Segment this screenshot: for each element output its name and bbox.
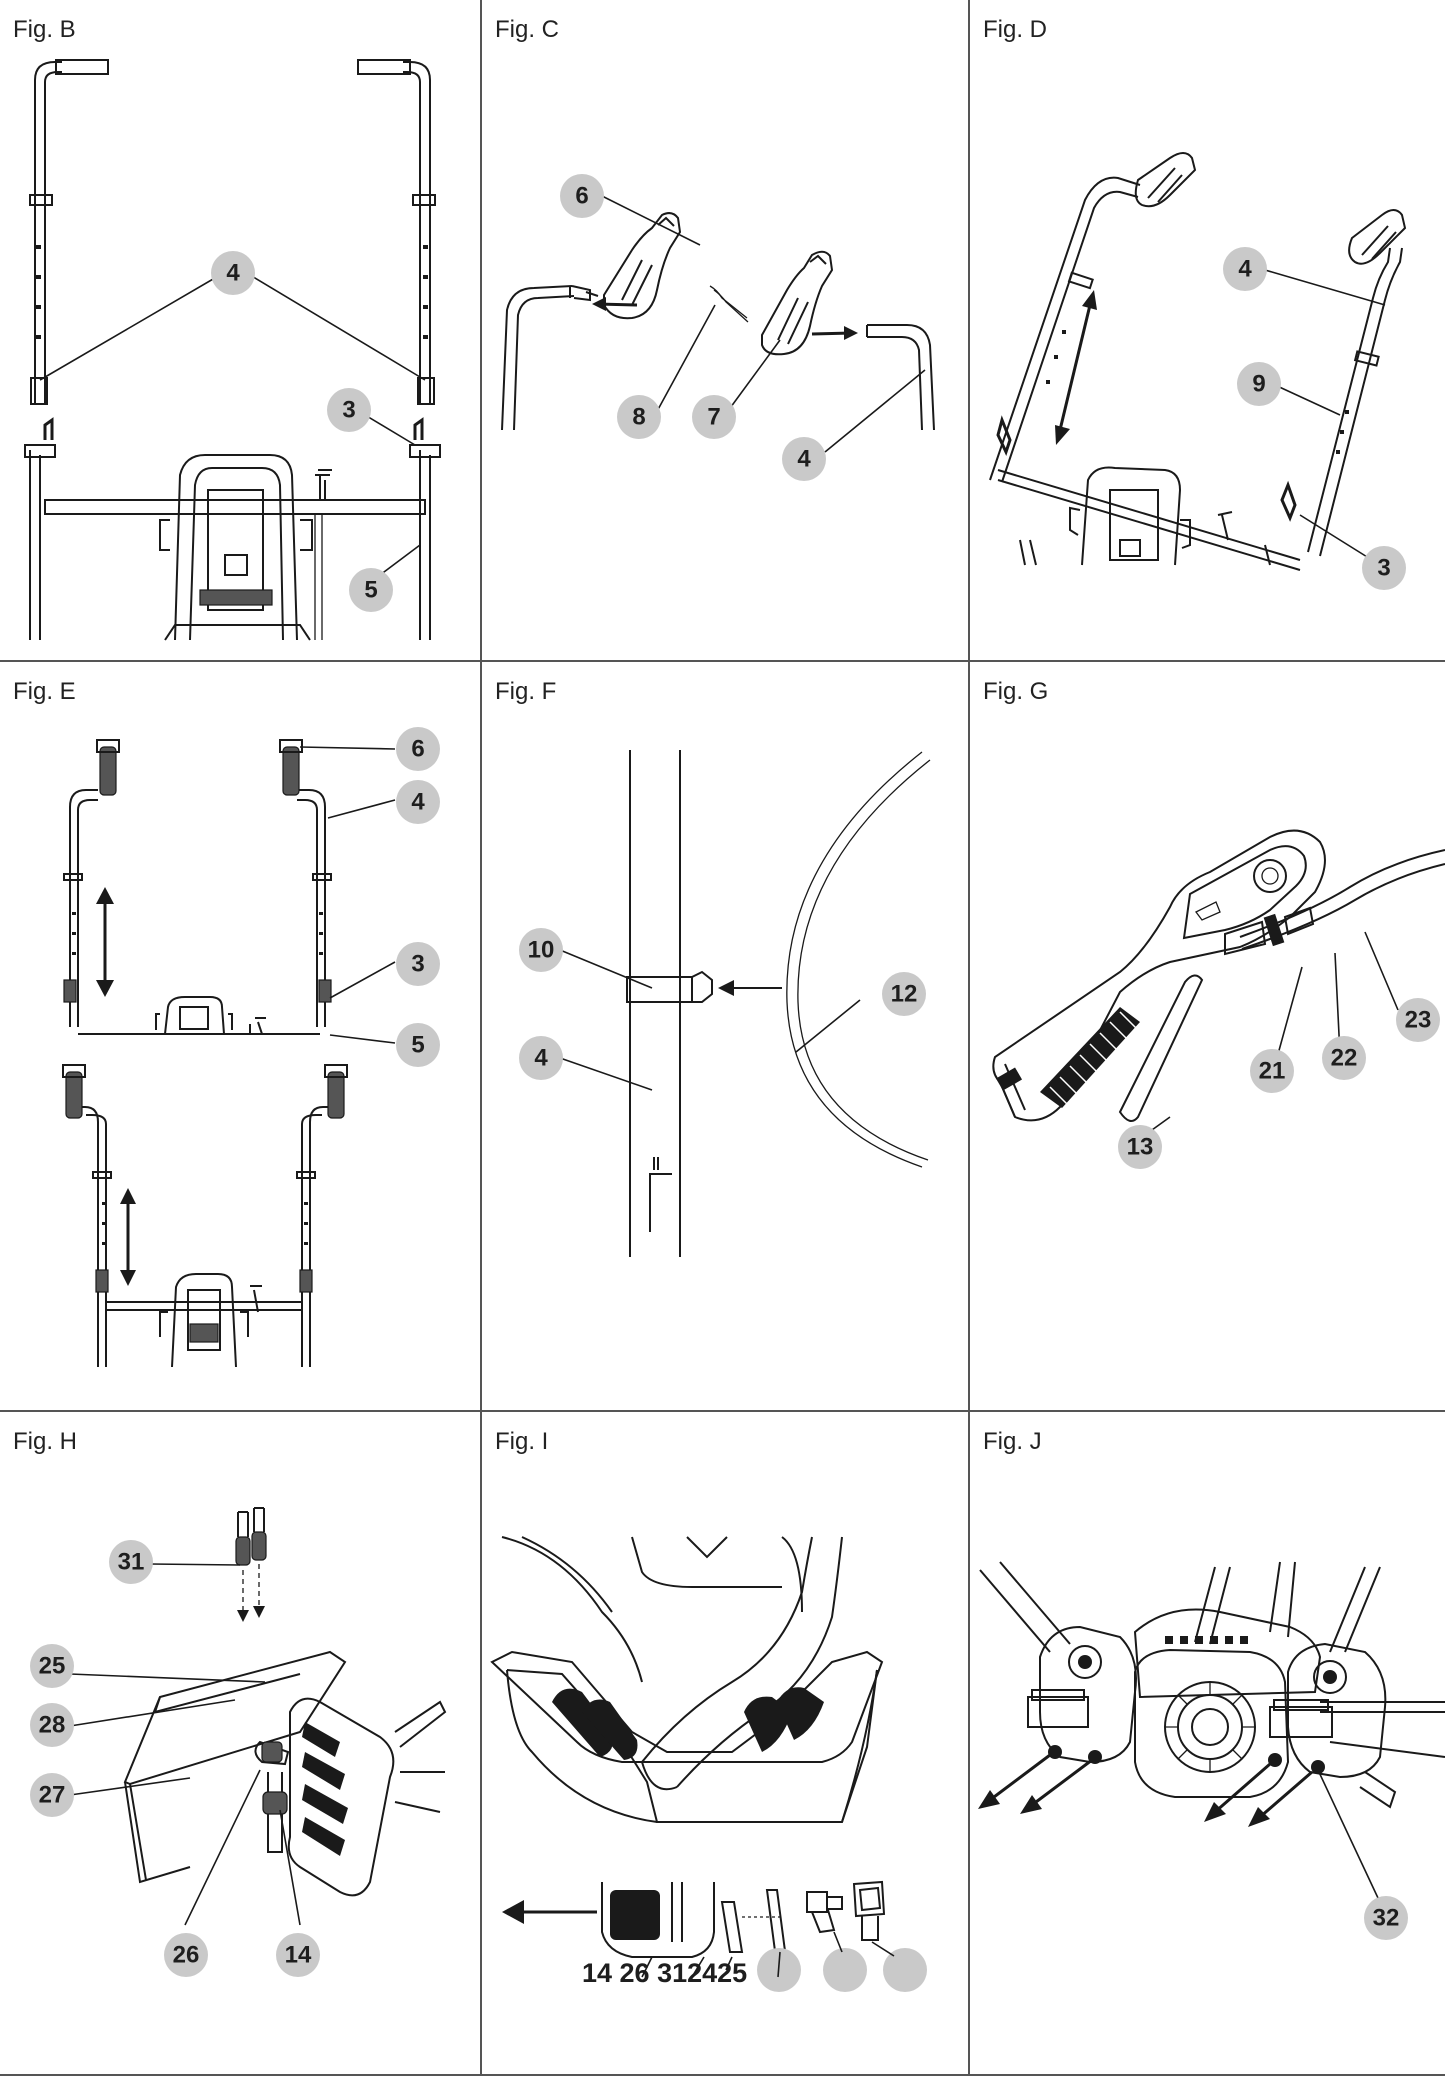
svg-text:21: 21: [1259, 1058, 1286, 1085]
figure-b-callout-3: 3: [327, 388, 371, 432]
figure-f-callout-12: 12: [882, 972, 926, 1016]
figure-b-drawing: [24, 59, 441, 641]
svg-text:4: 4: [797, 446, 811, 473]
svg-text:27: 27: [39, 1782, 66, 1809]
svg-text:9: 9: [1252, 371, 1265, 398]
svg-text:22: 22: [1331, 1045, 1358, 1072]
figure-i-drawing: 14 26 312425: [490, 1536, 927, 1992]
svg-text:28: 28: [39, 1712, 66, 1739]
figure-i-callout-blank-2: [823, 1948, 867, 1992]
figure-b-callout-4: 4: [211, 251, 255, 295]
figure-j-callout-32: 32: [1364, 1896, 1408, 1940]
figure-b-callout-5: 5: [349, 568, 393, 612]
figure-i-callout-blank-3: [883, 1948, 927, 1992]
figure-c-title: Fig. C: [495, 16, 560, 43]
svg-text:3: 3: [1377, 555, 1390, 582]
svg-text:6: 6: [575, 183, 588, 210]
divider-horizontal-middle: [0, 1410, 1445, 1412]
svg-text:26: 26: [173, 1942, 200, 1969]
figure-h-callout-31: 31: [109, 1540, 153, 1584]
figure-d-callout-4: 4: [1223, 247, 1267, 291]
svg-text:3: 3: [411, 951, 424, 978]
svg-text:13: 13: [1127, 1134, 1154, 1161]
figure-h: Fig. H: [0, 1412, 480, 2074]
figure-d-callout-9: 9: [1237, 362, 1281, 406]
figure-g: Fig. G: [970, 662, 1445, 1410]
figure-g-callout-21: 21: [1250, 1049, 1294, 1093]
figure-e-callout-5: 5: [396, 1023, 440, 1067]
figure-e-callout-3: 3: [396, 942, 440, 986]
svg-text:31: 31: [118, 1549, 145, 1576]
svg-text:23: 23: [1405, 1007, 1432, 1034]
figure-i-part-numbers: 14 26 312425: [582, 1958, 747, 1988]
figure-g-callout-13: 13: [1118, 1125, 1162, 1169]
figure-h-title: Fig. H: [13, 1428, 78, 1455]
figure-j-drawing: [978, 1561, 1445, 1827]
svg-text:4: 4: [534, 1045, 548, 1072]
svg-text:5: 5: [411, 1032, 424, 1059]
figure-d-callout-3: 3: [1362, 546, 1406, 590]
figure-h-callout-27: 27: [30, 1773, 74, 1817]
figure-j: Fig. J: [970, 1412, 1445, 2074]
figure-g-callout-23: 23: [1396, 998, 1440, 1042]
figure-c-callout-4: 4: [782, 437, 826, 481]
figure-g-drawing: [992, 829, 1445, 1122]
figure-d: Fig. D: [970, 0, 1445, 660]
figure-b-title: Fig. B: [13, 16, 76, 43]
svg-text:4: 4: [226, 260, 240, 287]
svg-text:4: 4: [1238, 256, 1252, 283]
figure-h-drawing: [123, 1507, 447, 1897]
figure-b: Fig. B: [0, 0, 480, 660]
figure-e-title: Fig. E: [13, 678, 76, 705]
divider-horizontal-top: [0, 660, 1445, 662]
svg-text:25: 25: [39, 1653, 66, 1680]
figure-g-callout-22: 22: [1322, 1036, 1366, 1080]
figure-e-drawing: [62, 739, 348, 1368]
figure-i-title: Fig. I: [495, 1428, 549, 1455]
svg-text:4: 4: [411, 789, 425, 816]
figure-d-title: Fig. D: [983, 16, 1048, 43]
figure-c: Fig. C: [482, 0, 968, 660]
figure-c-callout-6: 6: [560, 174, 604, 218]
svg-text:8: 8: [632, 404, 645, 431]
svg-text:12: 12: [891, 981, 918, 1008]
figure-h-callout-25: 25: [30, 1644, 74, 1688]
figure-h-callout-14: 14: [276, 1933, 320, 1977]
figure-c-callout-7: 7: [692, 395, 736, 439]
divider-vertical-left: [480, 0, 482, 2076]
figure-j-title: Fig. J: [983, 1428, 1042, 1455]
figure-f-drawing: [626, 750, 931, 1257]
svg-text:7: 7: [707, 404, 720, 431]
figure-d-drawing: [989, 152, 1407, 571]
figure-f: Fig. F: [482, 662, 968, 1410]
svg-text:5: 5: [364, 577, 377, 604]
figure-f-title: Fig. F: [495, 678, 557, 705]
figure-h-callout-26: 26: [164, 1933, 208, 1977]
figure-f-callout-10: 10: [519, 928, 563, 972]
svg-text:14: 14: [285, 1942, 312, 1969]
divider-vertical-right: [968, 0, 970, 2076]
figure-c-drawing: [501, 212, 935, 431]
figure-i: Fig. I: [482, 1412, 968, 2074]
figure-c-callout-8: 8: [617, 395, 661, 439]
figure-f-callout-4: 4: [519, 1036, 563, 1080]
figure-e-callout-4: 4: [396, 780, 440, 824]
figure-g-title: Fig. G: [983, 678, 1049, 705]
svg-text:3: 3: [342, 397, 355, 424]
divider-horizontal-bottom: [0, 2074, 1445, 2076]
svg-text:10: 10: [528, 937, 555, 964]
svg-text:6: 6: [411, 736, 424, 763]
figure-h-callout-28: 28: [30, 1703, 74, 1747]
svg-text:32: 32: [1373, 1905, 1400, 1932]
figure-e-callout-6: 6: [396, 727, 440, 771]
